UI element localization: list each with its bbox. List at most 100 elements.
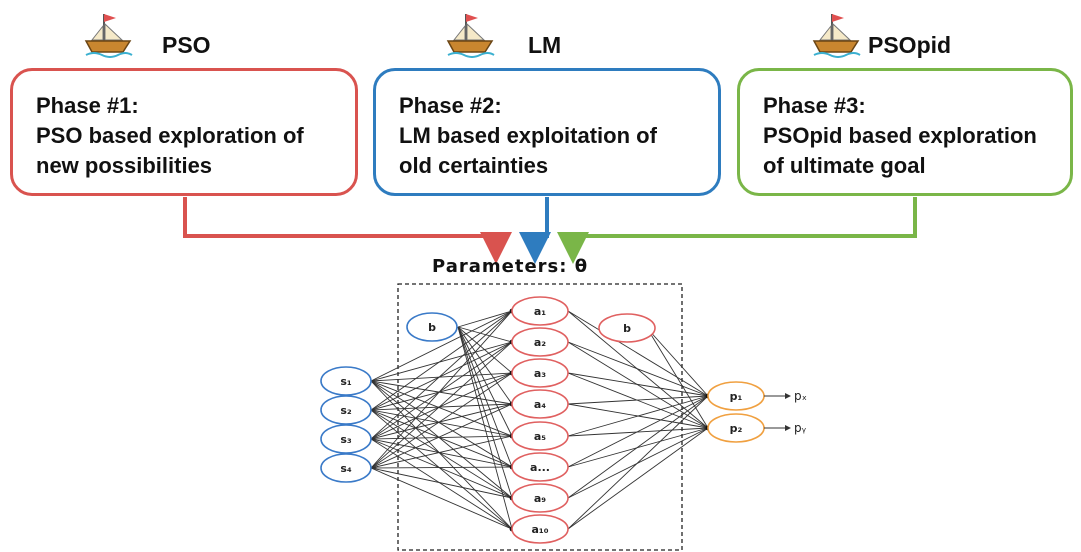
- hidden-node-label: a₁₀: [531, 523, 548, 536]
- output-node-label: p₂: [730, 422, 743, 435]
- edge-bias-hidden: [457, 326, 513, 374]
- phase3-algo-title: PSOpid: [868, 32, 952, 58]
- parameters-box: [397, 283, 683, 551]
- edge-hidden-output: [567, 341, 709, 429]
- input-node: s₄: [320, 453, 372, 483]
- phase2-connector: [519, 197, 551, 264]
- hidden-node: a₅: [511, 421, 569, 451]
- edge-input-hidden: [370, 438, 513, 530]
- edge-input-hidden: [370, 466, 513, 469]
- edge-input-hidden: [370, 380, 513, 499]
- hidden-node: a₄: [511, 389, 569, 419]
- hidden-node: a₃: [511, 358, 569, 388]
- phase1-box: Phase #1: PSO based exploration of new p…: [10, 68, 358, 196]
- hidden-node: a₉: [511, 483, 569, 513]
- input-node-label: s₄: [340, 462, 352, 475]
- phase2-box: Phase #2: LM based exploitation of old c…: [373, 68, 721, 196]
- hidden-node-label: a₃: [534, 367, 546, 380]
- edge-hidden-output: [567, 427, 709, 530]
- phase3-connector: [557, 197, 917, 264]
- edge-hidden-output: [567, 395, 709, 499]
- edge-hidden-output: [567, 395, 709, 530]
- phase2-heading: Phase #2:: [399, 93, 502, 118]
- hidden-node: a...: [511, 452, 569, 482]
- edge-input-hidden: [370, 341, 513, 382]
- edge-input-hidden: [370, 380, 513, 405]
- edge-hidden-output: [567, 395, 709, 437]
- edge-input-hidden: [370, 403, 513, 469]
- edge-input-hidden: [370, 380, 513, 437]
- edge-bias-hidden: [457, 326, 513, 437]
- output-node-label: p₁: [730, 390, 743, 403]
- hidden-node-label: a₄: [534, 398, 546, 411]
- edge-input-hidden: [370, 409, 513, 499]
- edge-input-hidden: [370, 467, 513, 530]
- hidden-node: a₂: [511, 327, 569, 357]
- edge-input-hidden: [370, 372, 513, 411]
- input-node: s₃: [320, 424, 372, 454]
- hidden-node-label: a₉: [534, 492, 546, 505]
- hidden-node: a₁: [511, 296, 569, 326]
- phase2-text: LM based exploitation of old certainties: [399, 123, 657, 178]
- edge-input-hidden: [370, 310, 513, 440]
- ship-icon: [82, 10, 134, 58]
- phase2-algo-title: LM: [528, 32, 562, 58]
- phase1-heading: Phase #1:: [36, 93, 139, 118]
- phase1-algo-title: PSO: [162, 32, 211, 58]
- input-node-label: s₁: [340, 375, 352, 388]
- hidden-bias-node: b: [598, 313, 656, 343]
- hidden-node-label: a₁: [534, 305, 546, 318]
- hidden-bias-node-label: b: [623, 322, 631, 335]
- edge-input-hidden: [370, 380, 513, 468]
- phase1-connector: [183, 197, 512, 264]
- output-node: p₂: [707, 413, 765, 443]
- edge-input-hidden: [370, 380, 513, 530]
- input-node-label: s₂: [340, 404, 352, 417]
- edge-bias-hidden: [457, 326, 513, 405]
- edge-input-hidden: [370, 310, 513, 411]
- parameters-label: Parameters: θ: [432, 256, 589, 277]
- phase3-heading: Phase #3:: [763, 93, 866, 118]
- hidden-node: a₁₀: [511, 514, 569, 544]
- phase3-text: PSOpid based exploration of ultimate goa…: [763, 123, 1037, 178]
- edge-hidden-output: [567, 310, 709, 397]
- edge-hidden-output: [567, 395, 709, 468]
- edge-input-hidden: [370, 310, 513, 469]
- output-node: p₁: [707, 381, 765, 411]
- edge-bias-hidden: [457, 326, 513, 530]
- edge-bias-output: [646, 327, 709, 429]
- edge-hidden-output: [567, 341, 709, 397]
- hidden-node-label: a...: [530, 461, 550, 474]
- edge-input-hidden: [370, 341, 513, 411]
- edge-hidden-output: [567, 372, 709, 429]
- input-node-label: s₃: [340, 433, 352, 446]
- edge-input-hidden: [370, 438, 513, 468]
- hidden-node-label: a₅: [534, 430, 546, 443]
- edge-bias-hidden: [457, 310, 513, 328]
- edge-hidden-output: [567, 395, 709, 405]
- edge-hidden-output: [567, 310, 709, 429]
- input-node: s₂: [320, 395, 372, 425]
- input-node: s₁: [320, 366, 372, 396]
- edge-bias-hidden: [457, 326, 513, 499]
- edge-input-hidden: [370, 409, 513, 437]
- hidden-node-label: a₂: [534, 336, 546, 349]
- input-bias-node: b: [406, 312, 458, 342]
- edge-bias-hidden: [457, 326, 513, 343]
- edge-input-hidden: [370, 372, 513, 382]
- edge-input-hidden: [370, 341, 513, 440]
- phase1-text: PSO based exploration of new possibiliti…: [36, 123, 304, 178]
- edge-input-hidden: [370, 435, 513, 440]
- ship-icon: [810, 10, 862, 58]
- output-label: pᵧ: [794, 421, 807, 435]
- input-bias-node-label: b: [428, 321, 436, 334]
- edge-hidden-output: [567, 372, 709, 397]
- edge-input-hidden: [370, 403, 513, 440]
- edge-input-hidden: [370, 310, 513, 382]
- edge-input-hidden: [370, 409, 513, 530]
- phase3-box: Phase #3: PSOpid based exploration of ul…: [737, 68, 1073, 196]
- ship-icon: [444, 10, 496, 58]
- edge-input-hidden: [370, 438, 513, 499]
- edge-input-hidden: [370, 467, 513, 499]
